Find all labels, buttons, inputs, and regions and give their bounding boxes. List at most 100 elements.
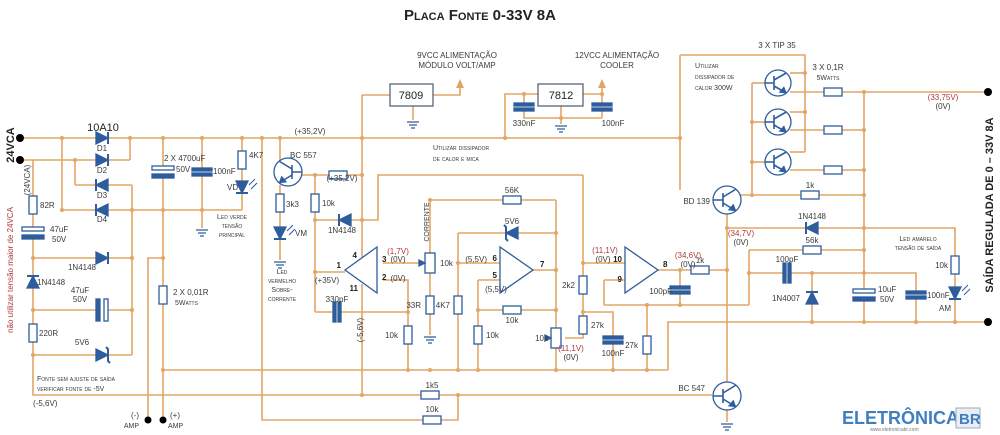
ground-icon (196, 229, 208, 237)
junction-dot (130, 308, 134, 312)
label-led-red1: Led (277, 269, 288, 276)
resistor (578, 275, 588, 295)
emitter-arrow-icon (727, 399, 737, 408)
label-led-green1: Led verde (217, 214, 248, 221)
resistor (823, 125, 843, 135)
wire (504, 93, 538, 138)
resistor (420, 390, 440, 400)
label-r4k7b: 4K7 (436, 301, 451, 310)
label-reg12-l2: COOLER (600, 61, 634, 70)
capacitor-plate (602, 335, 624, 340)
junction-dot (725, 226, 729, 230)
capacitor-gap (854, 291, 874, 299)
components (16, 69, 992, 431)
label-reg9-l2: MÓDULO VOLT/AMP (418, 61, 495, 70)
label-warning: não utilizar tensão maior de 24VCA (6, 206, 15, 333)
label-op2-p7: 7 (540, 260, 545, 269)
label-amp-pos: (+) (170, 411, 180, 420)
junction-dot (862, 320, 866, 324)
logo-badge: BR (959, 411, 981, 428)
junction-dot (678, 268, 682, 272)
ground-icon (407, 121, 419, 129)
label-v17: (1,7V) (387, 247, 409, 256)
wiper-arrow-icon (544, 333, 553, 343)
label-op1-p2: 2 (382, 273, 387, 282)
capacitor-gap (23, 229, 43, 237)
emitter-arrow-icon (778, 86, 787, 94)
junction-dot (360, 393, 364, 397)
light-emission-icon (286, 224, 296, 236)
label-r56K: 56K (505, 186, 520, 195)
resistor (823, 165, 843, 175)
label-r10k-f: 10k (935, 261, 949, 270)
capacitor-plate (852, 296, 876, 302)
label-c10u-v: 50V (880, 295, 895, 304)
label-op1-p3: 3 (382, 255, 387, 264)
resistor (28, 195, 38, 215)
op-amp (499, 245, 535, 295)
zener-diode (95, 347, 110, 363)
junction-dot (750, 120, 754, 124)
capacitor-plate (782, 262, 787, 284)
junction-dot (645, 368, 649, 372)
junction-dot (725, 268, 729, 272)
label-bc557: BC 557 (290, 151, 317, 160)
diode (25, 274, 41, 289)
junction-dot (862, 90, 866, 94)
emitter-arrow-icon (278, 175, 288, 184)
capacitor-gap (192, 168, 212, 176)
capacitor-plate (332, 301, 337, 323)
capacitor-plate (602, 340, 624, 345)
capacitor-gap (514, 103, 534, 111)
label-op3-p9: 9 (618, 275, 623, 284)
capacitor-plate (591, 107, 613, 112)
ground-icon (424, 336, 436, 344)
input-terminal (16, 134, 24, 142)
label-led-y2: tensão de saída (895, 245, 942, 252)
junction-dot (678, 303, 682, 307)
junction-dot (360, 218, 364, 222)
junction-dot (554, 368, 558, 372)
resistor (310, 193, 320, 213)
label-d1n4148-d: 1N4148 (798, 212, 827, 221)
junction-dot (31, 308, 35, 312)
junction-dot (456, 368, 460, 372)
label-d3: D3 (97, 191, 108, 200)
label-v0-f: (0V) (935, 102, 950, 111)
junction-dot (278, 136, 282, 140)
wire (147, 257, 163, 420)
label-r10k-d: 10k (486, 331, 500, 340)
label-v0-d: (0V) (595, 255, 610, 264)
junction-dot (161, 136, 165, 140)
junction-dot (161, 256, 165, 260)
junction-dot (803, 110, 807, 114)
capacitor-gap (783, 263, 791, 283)
capacitor-plate (191, 172, 213, 177)
label-op3-p8: 8 (663, 260, 668, 269)
label-c100n-a: 100nF (213, 167, 236, 176)
label-heat1: Utilizar dissipador (433, 145, 489, 152)
label-re: 3 X 0,1R (812, 63, 843, 72)
junction-dot (31, 256, 35, 260)
junction-dot (862, 168, 866, 172)
label-title: Placa Fonte 0-33V 8A (404, 7, 556, 24)
ground-icon (274, 261, 286, 269)
label-heat4: dissipador de (695, 74, 735, 81)
label-d1: D1 (97, 144, 108, 153)
label-note2: verificar fonte de -5V (37, 386, 105, 393)
transistor-leads (713, 188, 736, 212)
junction-dot (428, 198, 432, 202)
junction-dot (360, 173, 364, 177)
label-v346: (34,6V) (675, 251, 702, 260)
junction-dot (260, 136, 264, 140)
label-v55a: (5,5V) (465, 255, 487, 264)
wires (20, 54, 988, 422)
voltage-regulator (389, 83, 434, 107)
label-c100p-a: 100pF (649, 287, 672, 296)
wire (583, 311, 614, 370)
junction-dot (803, 71, 807, 75)
wire (667, 321, 988, 370)
junction-dot (810, 320, 814, 324)
zener-diode (504, 225, 519, 241)
